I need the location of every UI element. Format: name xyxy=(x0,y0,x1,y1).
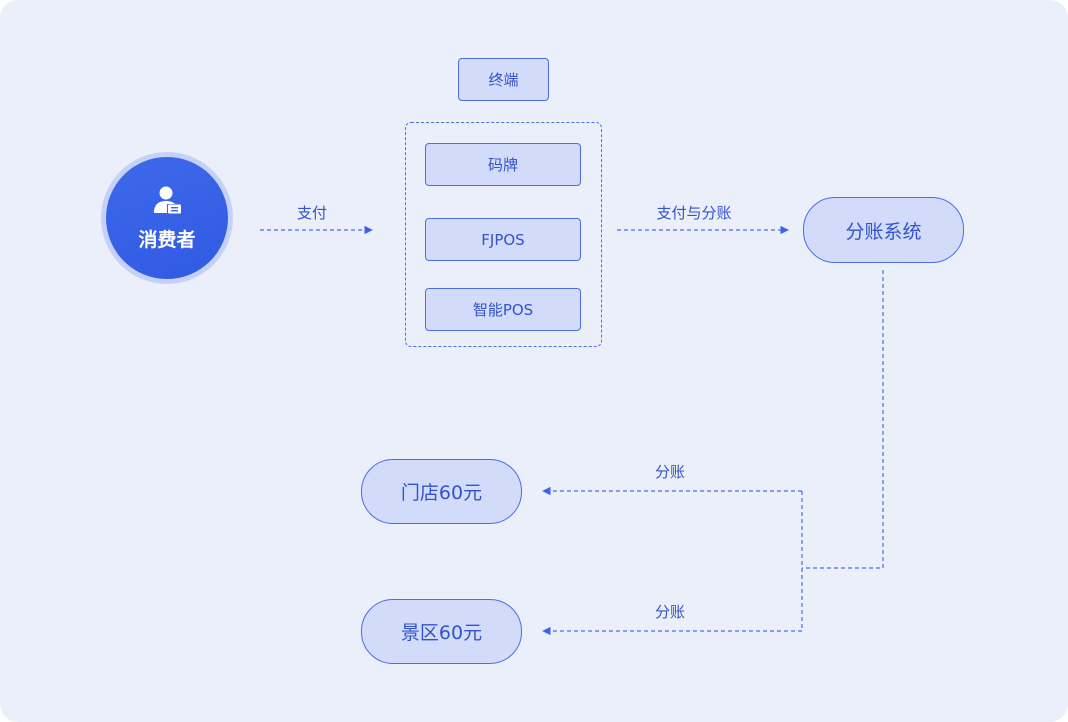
edge-label-split-scenic: 分账 xyxy=(654,603,686,621)
split-system-node: 分账系统 xyxy=(803,197,964,263)
device-qr-plate: 码牌 xyxy=(425,143,581,186)
edge-label-pay-and-split: 支付与分账 xyxy=(656,204,732,222)
recipient-scenic: 景区60元 xyxy=(361,599,522,664)
consumer-node: 消费者 xyxy=(106,157,228,279)
terminal-group-frame xyxy=(405,122,602,347)
consumer-label: 消费者 xyxy=(138,229,196,251)
edge-label-split-store: 分账 xyxy=(654,463,686,481)
edge-split-trunk xyxy=(802,270,884,569)
recipient-store: 门店60元 xyxy=(361,459,522,524)
terminal-header: 终端 xyxy=(458,58,549,101)
device-smart-pos: 智能POS xyxy=(425,288,581,331)
user-card-icon xyxy=(154,186,181,214)
device-fjpos: FJPOS xyxy=(425,218,581,261)
edge-label-pay: 支付 xyxy=(296,204,328,222)
